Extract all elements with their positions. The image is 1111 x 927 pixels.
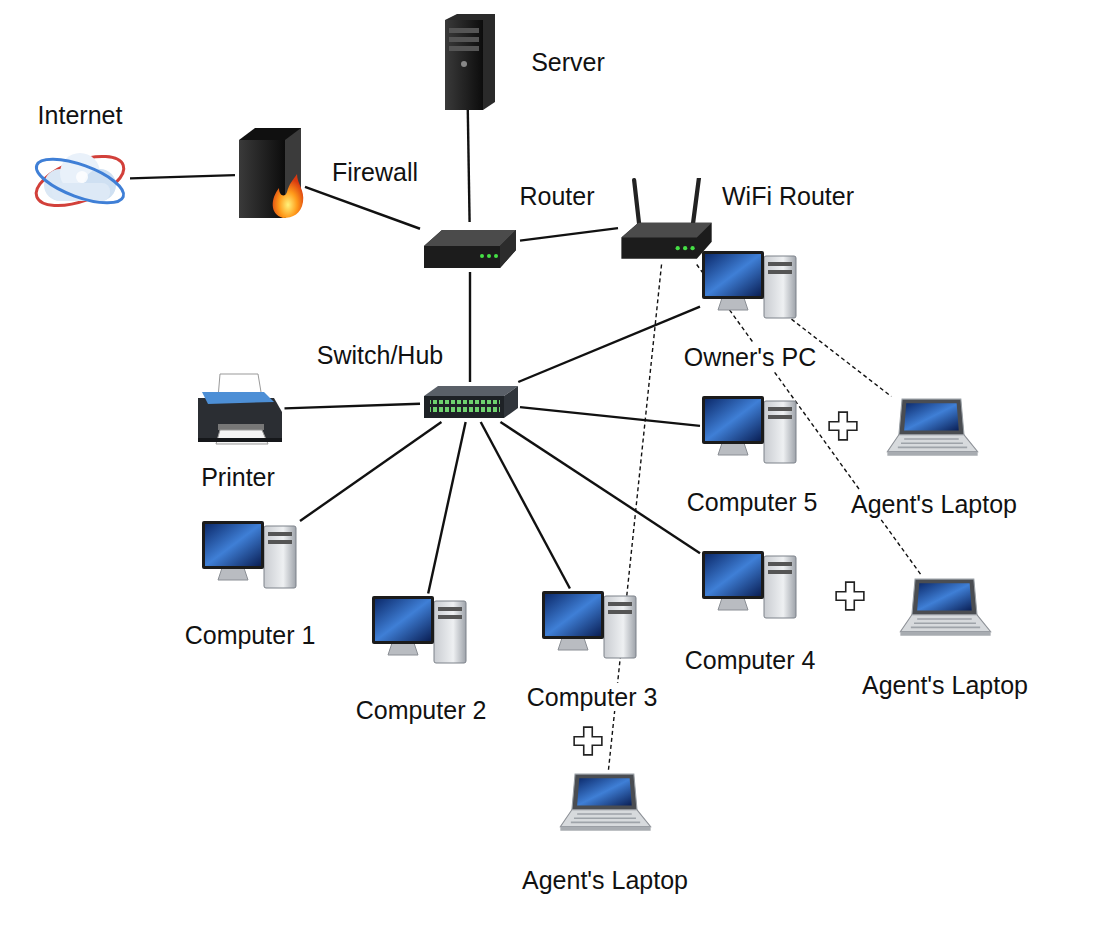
cable-link xyxy=(305,187,420,229)
plus-symbol xyxy=(829,412,857,440)
device-label: Agent's Laptop xyxy=(849,490,1019,519)
pc-icon xyxy=(702,551,796,618)
pc-icon xyxy=(372,596,466,663)
cable-link xyxy=(300,422,441,521)
cable-link xyxy=(468,110,470,222)
device-label: Server xyxy=(529,48,607,77)
printer-icon xyxy=(198,374,282,444)
wifi-router-icon xyxy=(621,178,711,259)
device-node: Firewall xyxy=(235,127,305,222)
device-label: Computer 3 xyxy=(525,683,660,712)
pc-icon xyxy=(702,251,796,318)
device-label: Computer 2 xyxy=(354,696,489,725)
plus-symbol xyxy=(836,582,864,610)
device-node: Computer 2 xyxy=(370,594,470,669)
device-node: Internet xyxy=(30,143,130,218)
device-label: Printer xyxy=(199,463,277,492)
device-node: Agent's Laptop xyxy=(558,772,653,835)
cable-link xyxy=(130,175,235,178)
laptop-icon xyxy=(560,774,650,831)
device-label: Computer 1 xyxy=(183,621,318,650)
device-node: Computer 5 xyxy=(700,394,800,469)
cable-link xyxy=(285,404,421,409)
device-label: Computer 5 xyxy=(685,488,820,517)
device-label: Agent's Laptop xyxy=(860,671,1030,700)
server-icon xyxy=(445,14,495,110)
switch-icon xyxy=(424,386,518,418)
device-node: Computer 1 xyxy=(200,519,300,594)
device-node: Owner's PC xyxy=(700,249,800,324)
device-label: WiFi Router xyxy=(720,182,856,211)
device-node: Switch/Hub xyxy=(420,382,520,422)
device-label: Firewall xyxy=(330,158,420,187)
pc-icon xyxy=(202,521,296,588)
firewall-icon xyxy=(239,128,303,218)
device-node: Agent's Laptop xyxy=(898,577,993,640)
cable-link xyxy=(518,307,700,382)
device-node: Agent's Laptop xyxy=(885,397,980,460)
plus-symbol xyxy=(574,727,602,755)
device-node: Printer xyxy=(190,373,285,448)
device-label: Computer 4 xyxy=(683,646,818,675)
cable-link xyxy=(481,422,570,589)
wireless-link xyxy=(697,265,923,577)
laptop-icon xyxy=(900,579,990,636)
device-label: Owner's PC xyxy=(682,343,819,372)
device-node: Computer 3 xyxy=(540,589,640,664)
device-node: WiFi Router xyxy=(618,180,714,265)
cable-link xyxy=(469,272,471,382)
device-node: Computer 4 xyxy=(700,549,800,624)
cable-link xyxy=(500,422,700,553)
cable-link xyxy=(520,407,700,426)
device-label: Router xyxy=(517,182,596,211)
internet-icon xyxy=(30,146,130,215)
device-label: Internet xyxy=(36,101,125,130)
device-label: Agent's Laptop xyxy=(520,866,690,895)
cable-link xyxy=(520,228,618,241)
pc-icon xyxy=(702,396,796,463)
device-label: Switch/Hub xyxy=(315,341,445,370)
device-node: Router xyxy=(420,222,520,272)
device-node: Server xyxy=(437,14,497,110)
pc-icon xyxy=(542,591,636,658)
laptop-icon xyxy=(887,399,977,456)
cable-link xyxy=(428,422,465,594)
router-icon xyxy=(424,230,516,268)
